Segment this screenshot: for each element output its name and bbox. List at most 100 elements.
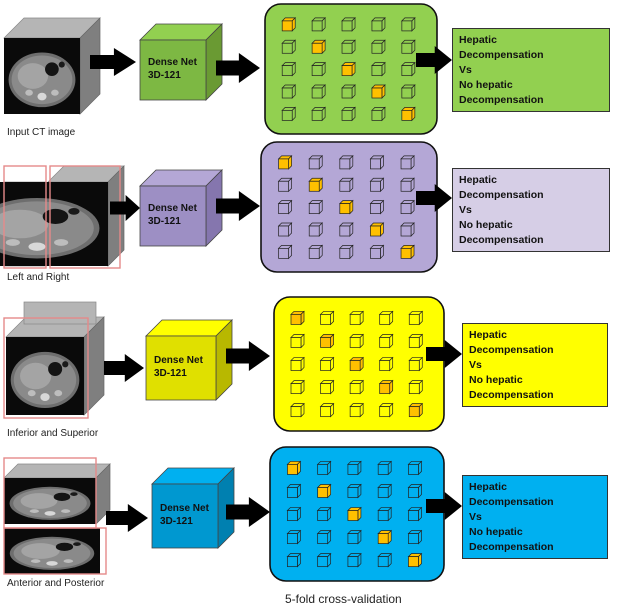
fold-cube-front <box>339 158 351 170</box>
flow-arrow <box>426 492 462 520</box>
ct-air <box>53 492 71 501</box>
fold-cube-front <box>370 225 381 237</box>
fold-cube-front <box>320 337 331 348</box>
fold-cube-front <box>408 360 420 371</box>
fold-cube-front <box>311 20 323 32</box>
fold-cube-front <box>400 248 412 259</box>
densenet-label: Dense Net <box>148 57 198 68</box>
output-line: No hepatic <box>459 219 513 231</box>
flow-arrow <box>216 53 260 83</box>
fold-cube-front <box>339 180 351 192</box>
ct-spine <box>44 511 56 516</box>
output-line: Decompensation <box>469 389 554 401</box>
densenet-cube-front <box>151 483 219 549</box>
fold-cube-front <box>408 533 419 544</box>
ct-kidney <box>61 509 71 513</box>
ct-kidney <box>54 239 69 246</box>
volume-upper-top <box>23 301 97 325</box>
flow-arrow <box>416 184 452 212</box>
ct-air <box>55 542 74 551</box>
densenet-version: 3D-121 <box>154 368 187 379</box>
fold-cube-front <box>377 510 389 521</box>
fold-cube-front <box>317 556 329 568</box>
ct-air-small <box>70 492 78 496</box>
fold-cube-front <box>371 20 383 32</box>
ct-air <box>42 208 69 224</box>
fold-cube-front <box>290 383 302 394</box>
fold-cube-front <box>349 383 361 394</box>
fold-cube-front <box>317 510 329 521</box>
flow-arrow <box>110 195 140 221</box>
fold-cube-front <box>290 360 302 371</box>
output-line: No hepatic <box>469 526 523 538</box>
output-line: Decompensation <box>459 94 544 106</box>
fold-cube-front <box>308 225 320 237</box>
densenet-cube-front <box>145 335 217 401</box>
fold-cube-front <box>311 87 323 99</box>
ct-slice <box>6 337 84 415</box>
fold-cube-front <box>401 20 413 32</box>
output-line: Decompensation <box>459 49 544 61</box>
fold-cube-front <box>278 248 289 259</box>
fold-cube-front <box>320 406 331 418</box>
densenet-label: Dense Net <box>154 355 204 366</box>
output-line: Decompensation <box>459 234 544 246</box>
output-line: Vs <box>469 359 482 371</box>
flow-arrow <box>106 504 148 532</box>
densenet-label: Dense Net <box>160 503 210 514</box>
fold-cube-front <box>377 487 389 498</box>
output-line: Decompensation <box>469 496 554 508</box>
inferior-outline <box>3 317 89 419</box>
ct-air-small <box>73 542 81 546</box>
ct-kidney <box>54 390 63 397</box>
fold-cube-front <box>339 225 351 237</box>
fold-cube-front <box>408 464 419 475</box>
ct-air-small <box>62 361 69 368</box>
fold-cube-front <box>320 314 331 325</box>
fold-cube-front <box>341 65 353 76</box>
ct-liver <box>20 493 58 509</box>
fold-cube-front <box>371 42 383 54</box>
ct-slice <box>4 528 100 574</box>
fold-cube-front <box>377 464 389 475</box>
fold-cube-front <box>281 87 293 99</box>
flow-arrow <box>226 497 270 527</box>
fold-cube-front <box>370 180 381 192</box>
fold-cube-front <box>347 464 359 475</box>
fold-cube-front <box>308 203 320 214</box>
ct-kidney <box>5 239 20 246</box>
fold-cube-front <box>408 383 420 394</box>
output-line: Hepatic <box>459 174 497 186</box>
densenet-cube-front <box>139 185 207 247</box>
ct-kidney <box>30 559 41 563</box>
fold-cube-front <box>349 360 361 371</box>
ct-air <box>45 62 59 76</box>
fold-cube-front <box>281 110 293 121</box>
fold-cube-front <box>287 533 298 544</box>
fold-cube-front <box>317 487 329 498</box>
ct-slice <box>0 182 108 266</box>
posterior-outline <box>3 527 107 575</box>
ct-kidney <box>27 390 36 397</box>
fold-cube-front <box>349 406 361 418</box>
output-line: No hepatic <box>459 79 513 91</box>
ct-liver <box>0 209 49 239</box>
fold-cube-front <box>278 180 289 192</box>
fold-cube-front <box>408 556 419 568</box>
fold-cube-front <box>379 406 391 418</box>
fold-cube-front <box>341 110 353 121</box>
fold-cube-front <box>400 203 412 214</box>
volume-side-face <box>107 165 125 267</box>
fold-cube-front <box>341 42 353 54</box>
fold-cube-front <box>311 42 323 54</box>
output-line: Vs <box>459 204 472 216</box>
fold-cube-front <box>308 180 320 192</box>
fold-cube-front <box>377 556 389 568</box>
ct-air-small <box>58 61 65 68</box>
fold-cube-front <box>401 87 413 99</box>
output-line: Decompensation <box>459 189 544 201</box>
fold-cube-front <box>379 337 391 348</box>
output-line: Hepatic <box>459 34 497 46</box>
densenet-label: Dense Net <box>148 203 198 214</box>
